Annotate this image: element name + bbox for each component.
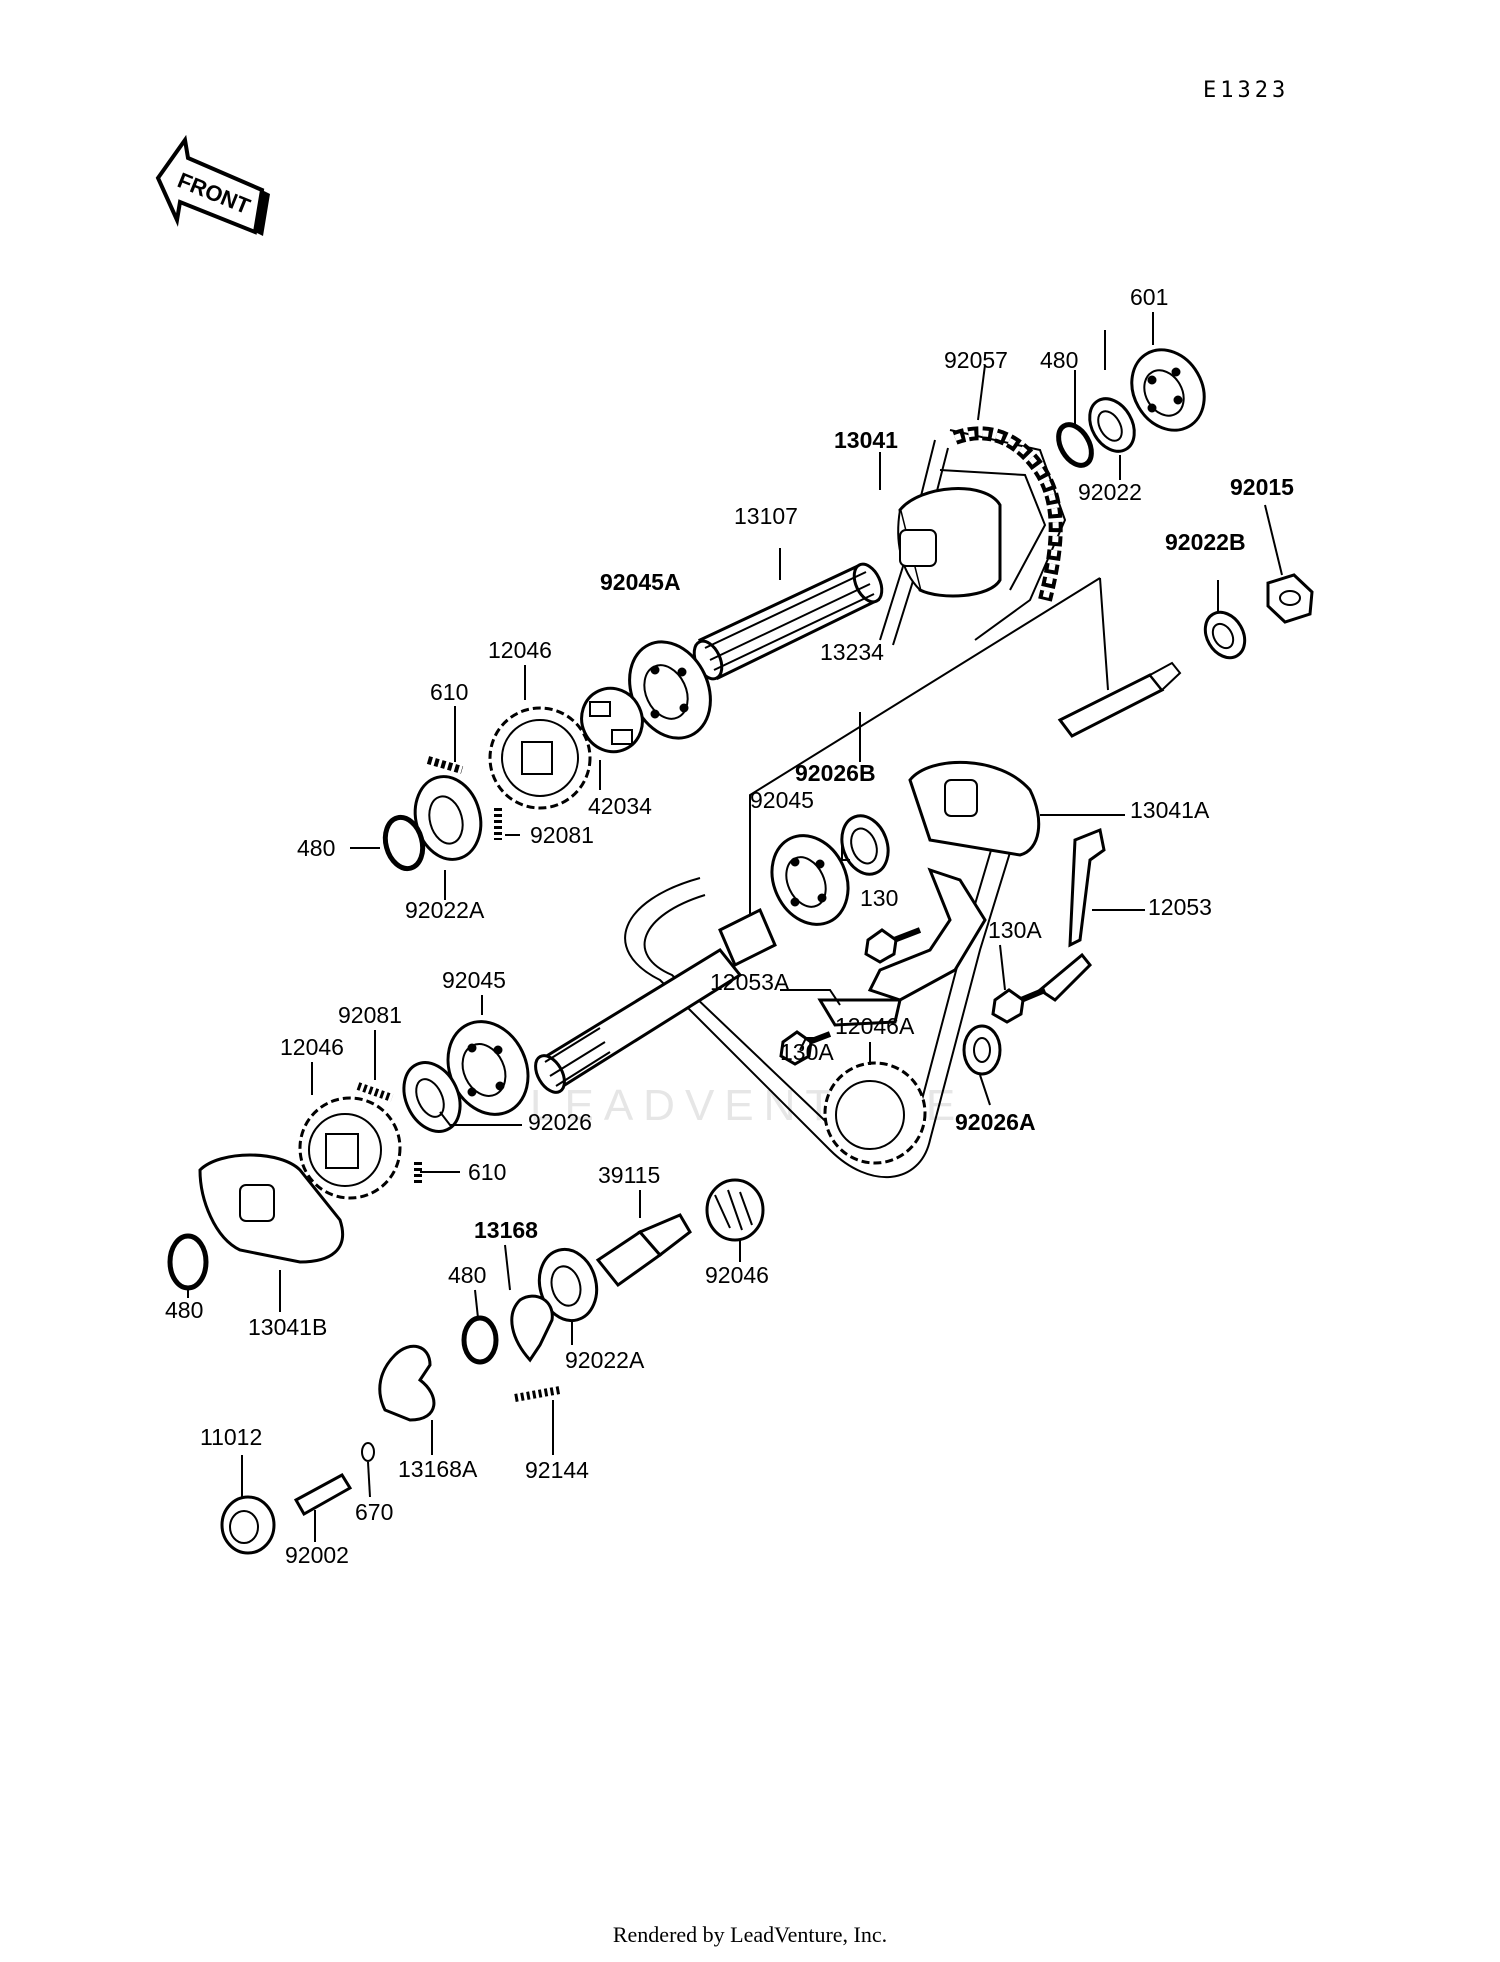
label-670: 670 — [355, 1499, 393, 1525]
leader-lines — [187, 312, 1154, 1542]
bearing-92045-mid — [770, 834, 850, 926]
washer-92026A — [962, 1024, 1002, 1076]
sprocket-12046-low — [298, 1096, 402, 1200]
leader-lines-upper — [749, 330, 1283, 915]
circlip-480-left — [382, 814, 426, 872]
label-601: 601 — [1130, 284, 1168, 310]
stud-92002 — [293, 1473, 353, 1517]
label-13168A: 13168A — [398, 1456, 478, 1482]
label-92022B: 92022B — [1165, 529, 1246, 555]
output-shaft-13234 — [534, 907, 777, 1094]
bracket-12053A — [817, 867, 987, 1027]
label-12046-top: 12046 — [488, 637, 552, 663]
label-130A-low: 130A — [780, 1039, 834, 1065]
label-92057: 92057 — [944, 347, 1008, 373]
label-610-low: 610 — [468, 1159, 506, 1185]
nut-92015 — [1266, 573, 1314, 624]
label-12046A: 12046A — [835, 1013, 915, 1039]
label-480-top: 480 — [1040, 347, 1078, 373]
label-480-left: 480 — [297, 835, 335, 861]
label-92045-low: 92045 — [442, 967, 506, 993]
cam-13041 — [897, 487, 1002, 598]
label-13168: 13168 — [474, 1217, 538, 1243]
label-13041B: 13041B — [248, 1314, 327, 1340]
cam-13041B — [198, 1153, 345, 1264]
label-92081-low: 92081 — [338, 1002, 402, 1028]
circlip-480-bottom — [167, 1233, 209, 1291]
label-92026A: 92026A — [955, 1109, 1036, 1135]
cap-11012 — [220, 1495, 276, 1555]
washer-92022A-low — [537, 1247, 599, 1323]
label-12046-low: 12046 — [280, 1034, 344, 1060]
label-42034: 42034 — [588, 793, 652, 819]
bolt-130 — [864, 927, 922, 964]
diagram-code: E1323 — [1203, 78, 1289, 103]
cam-13041A — [908, 760, 1041, 857]
render-credit: Rendered by LeadVenture, Inc. — [612, 1922, 888, 1947]
label-130: 130 — [860, 885, 898, 911]
sprocket-12046-top — [488, 706, 592, 810]
label-13041A: 13041A — [1130, 797, 1210, 823]
pin-610-top — [426, 756, 464, 774]
label-92045A: 92045A — [600, 569, 681, 595]
label-610-top: 610 — [430, 679, 468, 705]
label-92015: 92015 — [1230, 474, 1294, 500]
chain-92057 — [952, 426, 1063, 602]
label-92081-top: 92081 — [530, 822, 594, 848]
label-39115: 39115 — [598, 1162, 660, 1188]
label-92026: 92026 — [528, 1109, 592, 1135]
circlip-480-top — [1056, 422, 1094, 468]
label-12053A: 12053A — [710, 969, 790, 995]
label-13041: 13041 — [834, 427, 898, 453]
shift-arm-12053 — [1037, 827, 1106, 1002]
label-92026B: 92026B — [795, 760, 876, 786]
bearing-601 — [1130, 348, 1206, 432]
circlip-480-mid — [461, 1315, 499, 1365]
bolt-130A-right — [991, 987, 1047, 1024]
label-130A-right: 130A — [988, 917, 1042, 943]
label-92045-mid: 92045 — [750, 787, 814, 813]
washer-92022 — [1088, 397, 1136, 453]
shaft-pin-13234 — [1057, 661, 1182, 738]
label-92022A-left: 92022A — [405, 897, 485, 923]
label-480-bottom: 480 — [165, 1297, 203, 1323]
label-480-mid: 480 — [448, 1262, 486, 1288]
washer-92026 — [402, 1061, 462, 1133]
label-11012: 11012 — [200, 1424, 262, 1450]
plate-13168A — [378, 1344, 436, 1422]
front-arrow-icon: FRONT — [155, 134, 270, 236]
washer-92022B — [1203, 610, 1247, 660]
plate-13168 — [510, 1294, 554, 1363]
shift-shaft-39115 — [595, 1213, 692, 1288]
label-92022A-low: 92022A — [565, 1347, 645, 1373]
label-92144: 92144 — [525, 1457, 589, 1483]
oring-670 — [361, 1442, 375, 1462]
spline-shaft-13107 — [692, 562, 884, 681]
sprocket-12046A — [823, 1061, 927, 1165]
needle-bearing-92046 — [705, 1178, 765, 1242]
spring-92144 — [514, 1386, 561, 1402]
label-92022: 92022 — [1078, 479, 1142, 505]
label-13107: 13107 — [734, 503, 798, 529]
washer-92022A-left — [413, 775, 483, 861]
spring-92081-low — [356, 1082, 394, 1102]
washer-92026B — [840, 814, 890, 876]
clutch-dog-42034 — [580, 686, 644, 754]
part-labels: 601 92057 480 13041 92022 92015 13107 92… — [165, 284, 1294, 1568]
label-92046: 92046 — [705, 1262, 769, 1288]
label-92002: 92002 — [285, 1542, 349, 1568]
label-12053: 12053 — [1148, 894, 1212, 920]
label-13234: 13234 — [820, 639, 884, 665]
